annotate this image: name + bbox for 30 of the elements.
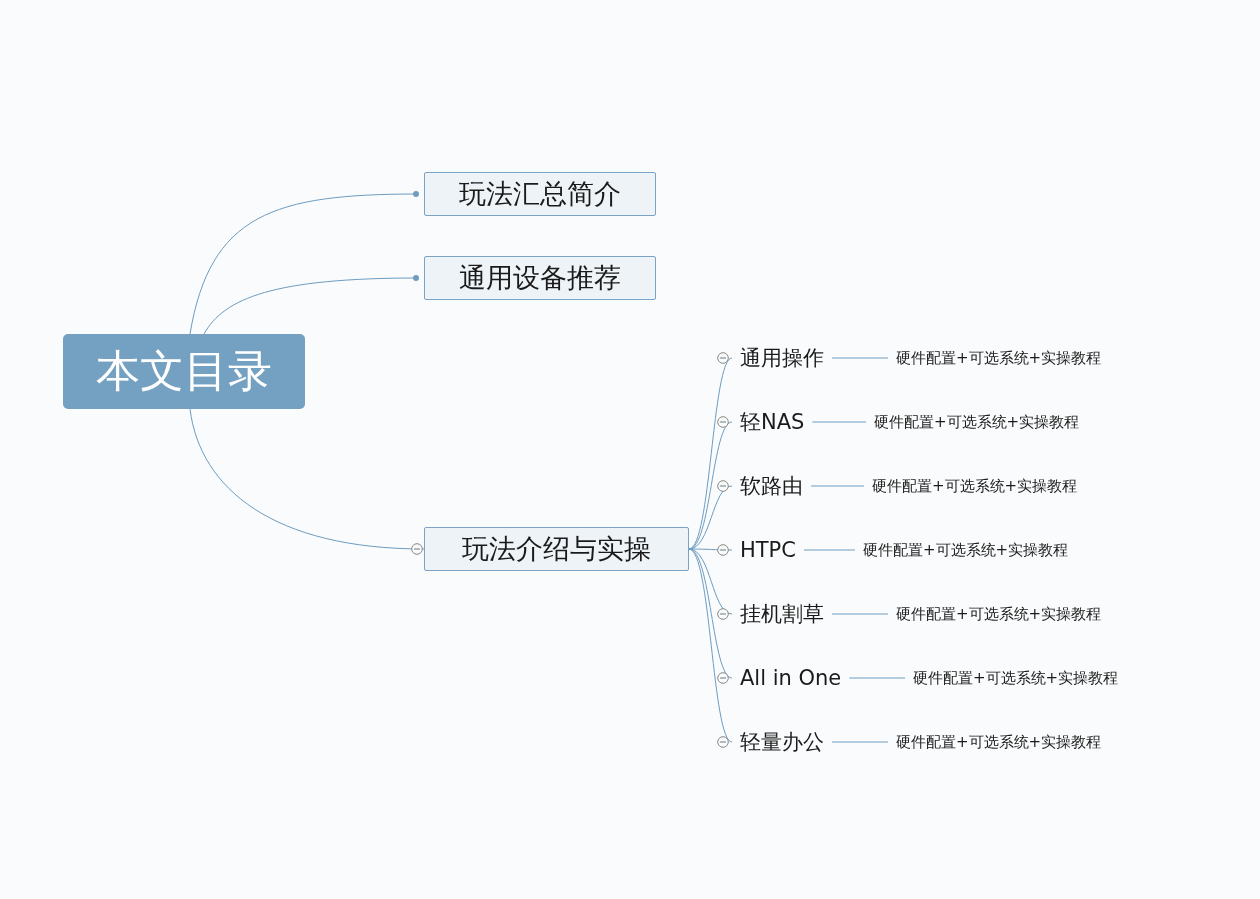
detail-text: 硬件配置+可选系统+实操教程 — [888, 602, 1106, 626]
connector — [803, 549, 856, 551]
connector — [203, 275, 419, 335]
detail-text: 硬件配置+可选系统+实操教程 — [888, 730, 1106, 754]
connector — [688, 548, 733, 743]
subtopic-text: 挂机割草 — [732, 599, 832, 629]
topic-box: 通用设备推荐 — [424, 256, 656, 300]
connector — [810, 485, 865, 487]
connector — [848, 677, 906, 679]
subtopic-text: HTPC — [732, 535, 804, 565]
connector — [189, 191, 419, 335]
detail-text: 硬件配置+可选系统+实操教程 — [864, 474, 1082, 498]
connector — [831, 741, 889, 743]
central-topic-box: 本文目录 — [63, 334, 305, 409]
topic-box: 玩法汇总简介 — [424, 172, 656, 216]
subtopic-text: 轻NAS — [732, 407, 813, 437]
detail-text: 硬件配置+可选系统+实操教程 — [888, 346, 1106, 370]
connector — [831, 613, 889, 615]
subtopic-text: 轻量办公 — [732, 727, 832, 757]
subtopic-text: 软路由 — [732, 471, 811, 501]
connector — [831, 357, 889, 359]
connector — [189, 408, 425, 550]
connector — [688, 357, 733, 550]
detail-text: 硬件配置+可选系统+实操教程 — [866, 410, 1084, 434]
connector — [811, 421, 867, 423]
subtopic-text: All in One — [732, 663, 850, 693]
topic-box: 玩法介绍与实操 — [424, 527, 689, 571]
detail-text: 硬件配置+可选系统+实操教程 — [855, 538, 1073, 562]
subtopic-text: 通用操作 — [732, 343, 832, 373]
detail-text: 硬件配置+可选系统+实操教程 — [905, 666, 1123, 690]
